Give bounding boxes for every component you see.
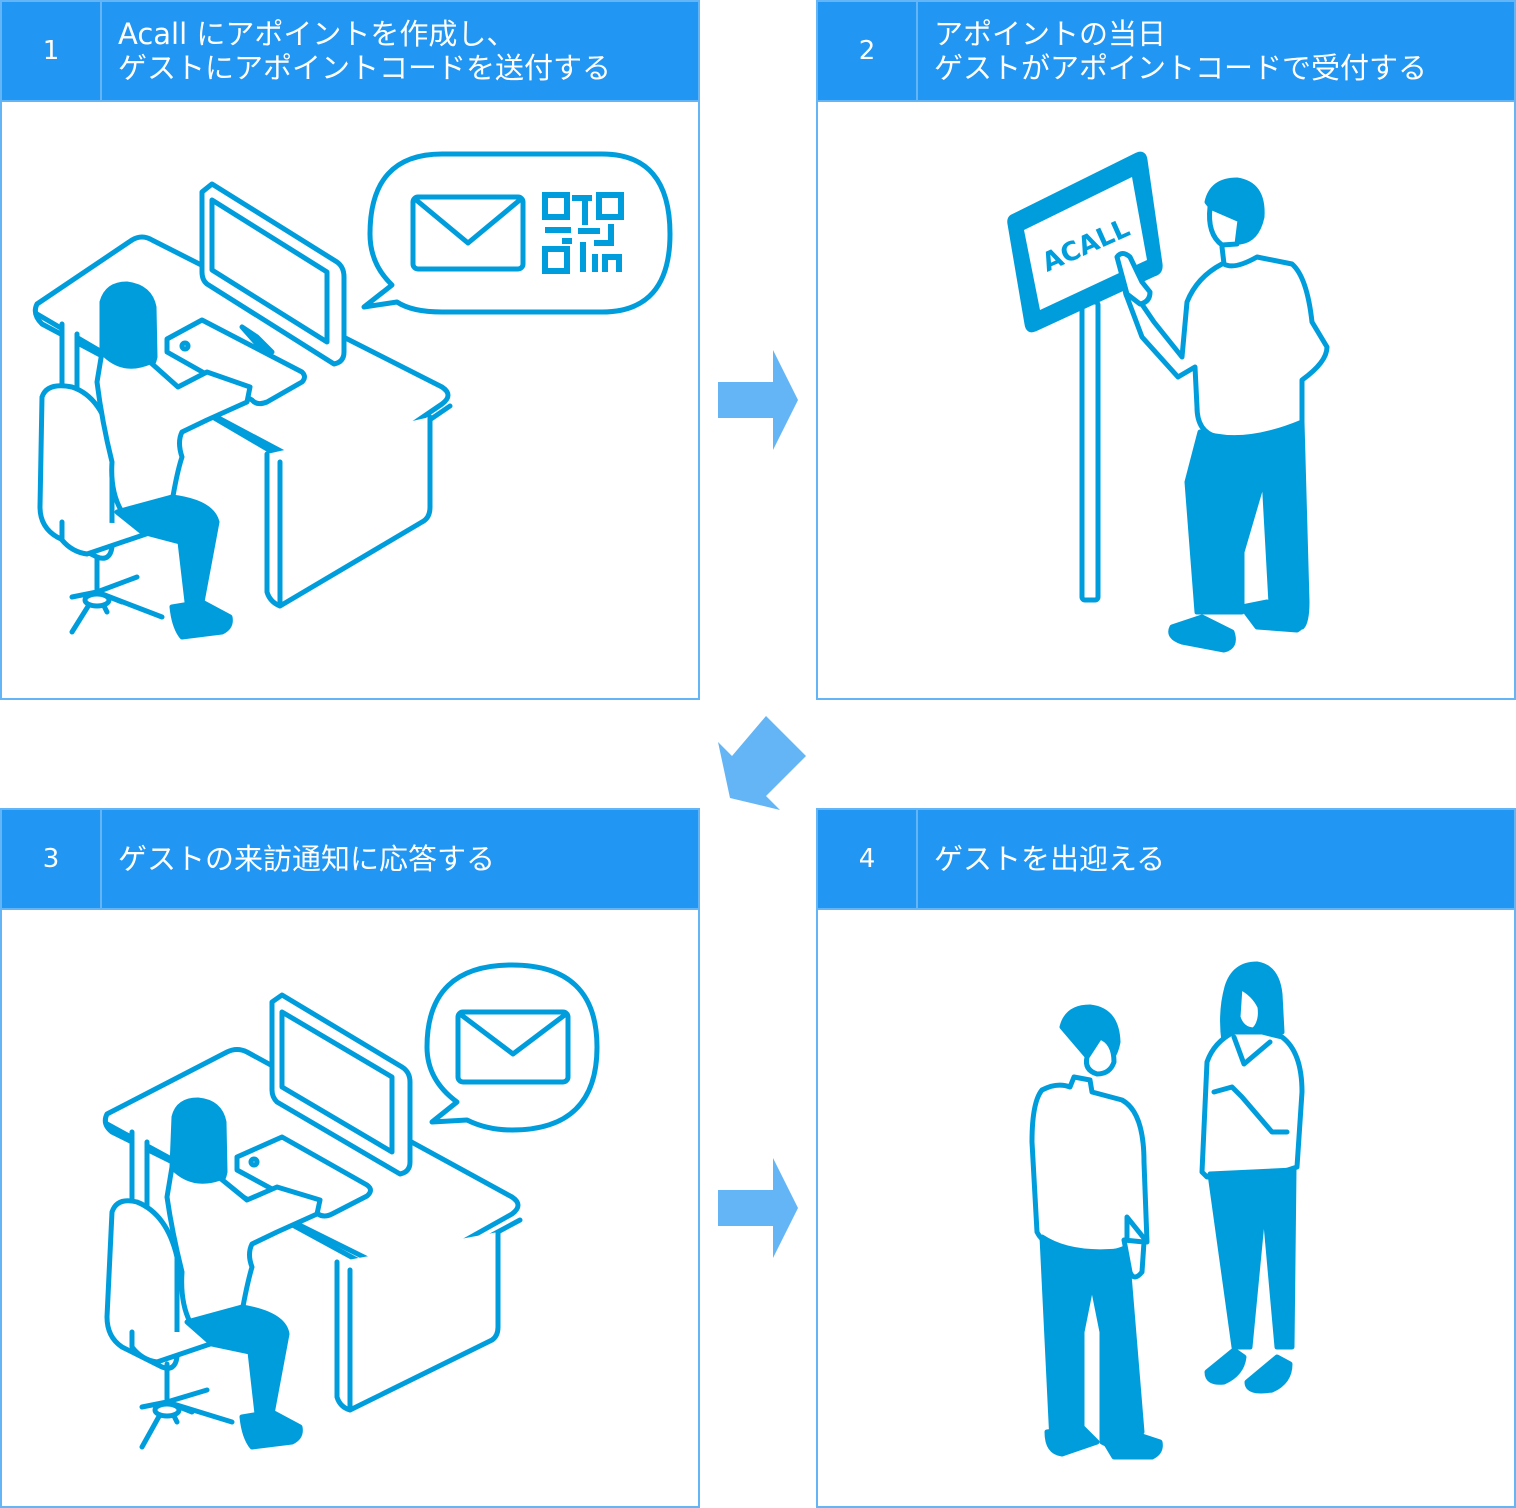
envelope-icon (410, 194, 526, 272)
step-header: 4 ゲストを出迎える (818, 810, 1514, 910)
step-title-line: ゲストがアポイントコードで受付する (934, 51, 1428, 85)
step-title: アポイントの当日 ゲストがアポイントコードで受付する (918, 2, 1514, 100)
keyboard-icon (234, 1134, 373, 1219)
step-header: 3 ゲストの来訪通知に応答する (2, 810, 698, 910)
step-header: 2 アポイントの当日 ゲストがアポイントコードで受付する (818, 2, 1514, 102)
woman-standing-icon (1199, 961, 1305, 1394)
step-title: Acall にアポイントを作成し、 ゲストにアポイントコードを送付する (102, 2, 698, 100)
envelope-icon (455, 1009, 571, 1085)
step-panel-4: 4 ゲストを出迎える (816, 808, 1516, 1508)
office-chair-icon (104, 1198, 240, 1450)
speech-bubble-icon (424, 962, 600, 1133)
step-title: ゲストの来訪通知に応答する (102, 810, 698, 908)
arrow-right-icon (718, 350, 798, 450)
keyboard-icon (164, 317, 307, 407)
desk-worker-illustration (32, 151, 673, 640)
man-standing-icon (1029, 1004, 1163, 1460)
step-panel-1: 1 Acall にアポイントを作成し、 ゲストにアポイントコードを送付する (0, 0, 700, 700)
speech-bubble-icon (361, 151, 673, 315)
kiosk-checkin-illustration: ACALL (1007, 151, 1330, 653)
qr-code-icon (542, 192, 624, 274)
woman-seated-icon (164, 1097, 323, 1450)
step-title-line: ゲストを出迎える (934, 842, 1166, 876)
reception-kiosk-icon: ACALL (1007, 151, 1163, 603)
greeting-guest-illustration (1029, 961, 1305, 1460)
arrow-right-icon (718, 1158, 798, 1258)
man-standing-icon (1114, 177, 1330, 653)
step-title-line: ゲストの来訪通知に応答する (118, 842, 496, 876)
monitor-icon (269, 992, 413, 1177)
step-header: 1 Acall にアポイントを作成し、 ゲストにアポイントコードを送付する (2, 2, 698, 102)
step-number: 4 (818, 810, 918, 908)
step-number: 1 (2, 2, 102, 100)
arrow-down-left-icon (718, 716, 806, 810)
step-title-line: アポイントの当日 (934, 17, 1167, 51)
woman-seated-icon (94, 281, 253, 640)
desk-notification-illustration (102, 962, 600, 1450)
step-number: 3 (2, 810, 102, 908)
step-number: 2 (818, 2, 918, 100)
step-panel-2: 2 アポイントの当日 ゲストがアポイントコードで受付する ACALL (816, 0, 1516, 700)
monitor-icon (199, 181, 347, 367)
step-title: ゲストを出迎える (918, 810, 1514, 908)
step-panel-3: 3 ゲストの来訪通知に応答する (0, 808, 700, 1508)
step-title-line: ゲストにアポイントコードを送付する (118, 51, 612, 85)
step-title-line: Acall にアポイントを作成し、 (118, 17, 516, 51)
